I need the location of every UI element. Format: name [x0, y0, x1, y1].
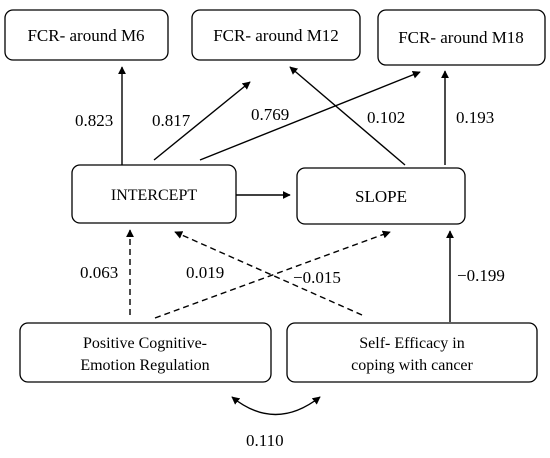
node-pcer-label-line2: Emotion Regulation: [80, 357, 209, 374]
node-pcer-label-line1: Positive Cognitive-: [83, 335, 207, 352]
node-slope-label: SLOPE: [355, 187, 407, 206]
node-fcr-m6-label: FCR- around M6: [27, 26, 144, 45]
label-intercept-m6: 0.823: [75, 111, 113, 130]
label-pcer-slope: 0.019: [186, 263, 224, 282]
label-se-slope: −0.199: [457, 266, 505, 285]
label-intercept-m12: 0.817: [152, 111, 191, 130]
node-self-efficacy: Self- Efficacy in coping with cancer: [286, 322, 538, 383]
node-se-label-line1: Self- Efficacy in: [359, 335, 464, 352]
node-fcr-m18: FCR- around M18: [377, 9, 546, 66]
label-slope-m12: 0.102: [367, 108, 405, 127]
node-slope: SLOPE: [296, 167, 466, 225]
arrow-intercept-to-m12: [153, 81, 251, 161]
arrow-slope-to-m12: [289, 66, 406, 166]
arrow-pcer-to-slope: [154, 230, 391, 319]
node-se-label-line2: coping with cancer: [351, 357, 473, 374]
label-slope-m18: 0.193: [456, 108, 494, 127]
node-intercept: INTERCEPT: [71, 164, 237, 224]
label-pcer-intercept: 0.063: [80, 263, 118, 282]
covariance-arrow-pcer-se: [231, 396, 321, 416]
label-se-intercept: −0.015: [293, 268, 341, 287]
node-fcr-m6: FCR- around M6: [4, 9, 169, 61]
node-intercept-label: INTERCEPT: [111, 187, 197, 204]
node-fcr-m12-label: FCR- around M12: [213, 26, 339, 45]
label-pcer-se-covariance: 0.110: [246, 431, 284, 450]
node-fcr-m18-label: FCR- around M18: [398, 28, 524, 47]
arrow-intercept-to-m18: [199, 70, 421, 161]
arrow-se-to-intercept: [174, 231, 363, 316]
node-fcr-m12: FCR- around M12: [191, 9, 361, 61]
node-positive-cognitive-emotion-regulation: Positive Cognitive- Emotion Regulation: [19, 322, 272, 383]
label-intercept-m18: 0.769: [251, 105, 289, 124]
